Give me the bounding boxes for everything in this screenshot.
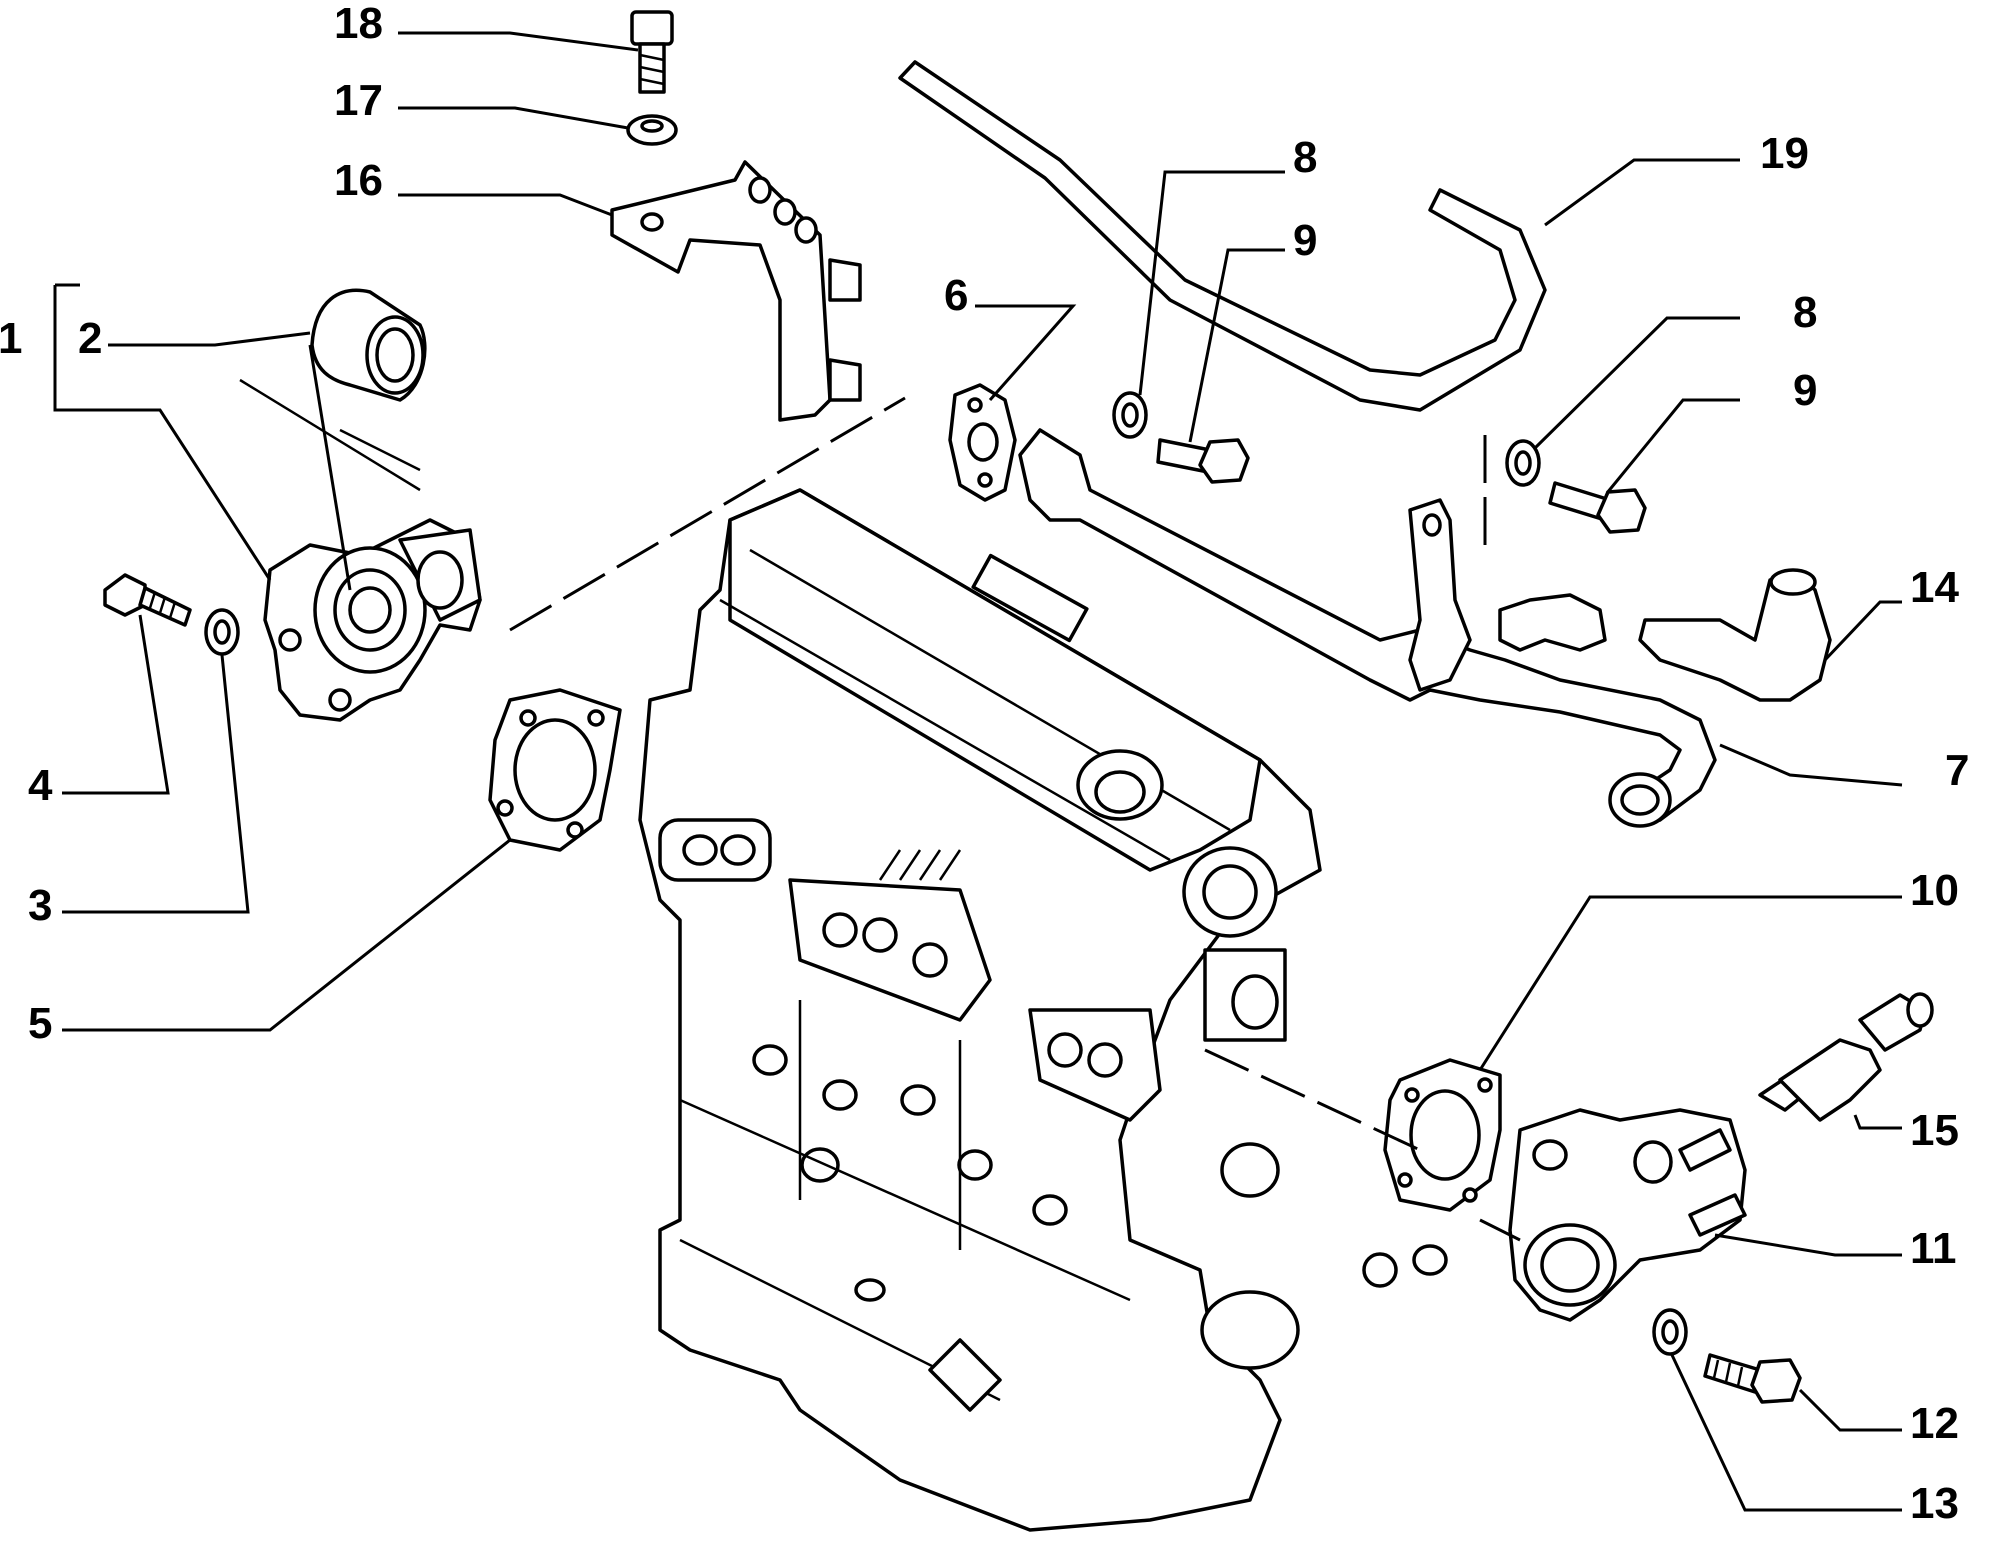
engine-block xyxy=(638,488,1448,1532)
sensor-15 xyxy=(1758,992,1934,1122)
washer-17 xyxy=(626,114,678,146)
leader-3 xyxy=(62,654,250,914)
bolt-9-upper xyxy=(1156,438,1250,484)
washer-8-upper xyxy=(1112,391,1148,439)
leader-6 xyxy=(975,304,1077,401)
callout-15: 15 xyxy=(1910,1106,1959,1155)
alignment-lines xyxy=(239,378,1521,1242)
leader-7 xyxy=(1719,743,1903,787)
gasket-5 xyxy=(488,688,622,852)
callout-2: 2 xyxy=(78,314,102,363)
thermostat-housing-11 xyxy=(1508,1108,1747,1322)
callout-labels: 1 2 3 4 5 6 7 8 9 8 9 10 11 12 13 14 15 … xyxy=(0,0,1969,1528)
leader-9a xyxy=(1188,248,1285,443)
leader-19 xyxy=(1544,158,1740,227)
bolt-9-lower xyxy=(1548,481,1647,534)
leader-9b xyxy=(1605,398,1740,494)
callout-9b: 9 xyxy=(1793,366,1817,415)
callout-13: 13 xyxy=(1910,1479,1959,1528)
leader-8a xyxy=(1138,170,1285,396)
leader-4 xyxy=(62,614,170,795)
leader-2 xyxy=(108,331,311,347)
leader-10 xyxy=(1478,895,1902,1071)
callout-4: 4 xyxy=(28,761,53,810)
callout-14: 14 xyxy=(1910,563,1959,612)
leader-12 xyxy=(1798,1388,1902,1432)
leader-11 xyxy=(1714,1233,1902,1257)
callout-17: 17 xyxy=(334,76,383,125)
callout-16: 16 xyxy=(334,156,383,205)
bolt-4 xyxy=(103,573,192,627)
leader-2b xyxy=(308,344,352,591)
washer-8-lower xyxy=(1505,439,1541,487)
callout-9a: 9 xyxy=(1293,216,1317,265)
leader-16 xyxy=(398,193,613,217)
gasket-6 xyxy=(948,383,1017,502)
callout-18: 18 xyxy=(334,0,383,48)
callout-12: 12 xyxy=(1910,1399,1959,1448)
callout-6: 6 xyxy=(944,271,968,320)
leader-13 xyxy=(1670,1354,1902,1512)
callout-3: 3 xyxy=(28,881,52,930)
leader-15 xyxy=(1853,1114,1902,1130)
gasket-10 xyxy=(1383,1058,1502,1212)
leader-1 xyxy=(53,285,272,581)
leader-8b xyxy=(1533,316,1740,450)
leader-5 xyxy=(62,838,511,1032)
hose-14 xyxy=(1638,568,1832,702)
callout-5: 5 xyxy=(28,999,52,1048)
callout-7: 7 xyxy=(1945,746,1969,795)
washer-3 xyxy=(204,608,240,656)
bolt-12 xyxy=(1703,1353,1802,1404)
water-pump-1 xyxy=(263,518,482,722)
pipe-19 xyxy=(898,60,1547,412)
callout-10: 10 xyxy=(1910,866,1959,915)
seal-2 xyxy=(310,288,427,402)
callout-8b: 8 xyxy=(1793,288,1817,337)
callout-8a: 8 xyxy=(1293,133,1317,182)
bolt-18 xyxy=(630,10,674,94)
callout-11: 11 xyxy=(1910,1224,1957,1273)
pipe-7 xyxy=(1018,428,1717,828)
callout-1: 1 xyxy=(0,314,22,363)
leader-18 xyxy=(398,31,639,52)
washer-13 xyxy=(1652,1308,1688,1356)
leader-14 xyxy=(1823,600,1902,662)
bracket-16 xyxy=(610,160,862,422)
callout-19: 19 xyxy=(1760,129,1809,178)
leader-17 xyxy=(398,106,629,130)
leader-lines xyxy=(53,31,1903,1512)
